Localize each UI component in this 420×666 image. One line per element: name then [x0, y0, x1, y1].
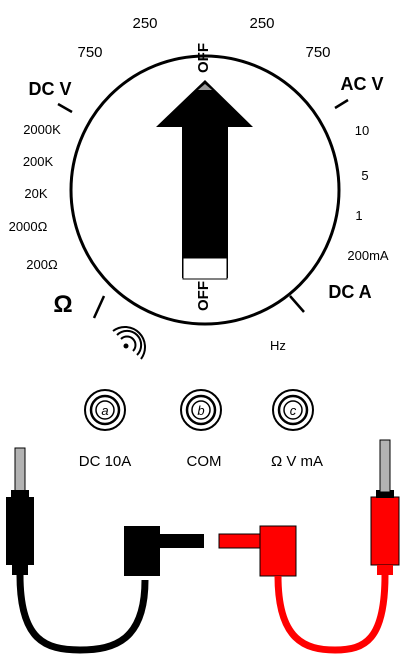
red-cable — [274, 574, 389, 654]
range-2000ohm: 2000Ω — [9, 219, 48, 234]
ohm-label: Ω — [53, 291, 72, 318]
jack-c[interactable]: c — [272, 389, 314, 431]
red-plug-body — [259, 525, 297, 577]
jack-b[interactable]: b — [180, 389, 222, 431]
jack-b-label: COM — [187, 453, 222, 470]
red-probe-tip — [379, 439, 391, 493]
top-label-250-right: 250 — [249, 15, 274, 32]
jack-c-label: Ω V mA — [271, 453, 323, 470]
top-off-label: OFF — [195, 43, 212, 73]
range-200k: 200K — [23, 154, 54, 169]
tick-dcv — [57, 102, 73, 114]
red-probe-handle — [370, 496, 400, 566]
range-200ma: 200mA — [347, 248, 389, 263]
dca-label: DC A — [328, 282, 371, 302]
top-label-750-right: 750 — [305, 44, 330, 61]
jack-a[interactable]: a — [84, 389, 126, 431]
top-label-250-left: 250 — [132, 15, 157, 32]
jack-b-letter: b — [197, 403, 204, 418]
range-5a: 5 — [361, 168, 368, 183]
red-plug-connector — [218, 533, 264, 549]
acv-label: AC V — [340, 74, 383, 94]
black-plug-connector — [158, 534, 204, 548]
range-200ohm: 200Ω — [26, 257, 58, 272]
tick-ohm — [92, 295, 106, 319]
selector-arrow[interactable] — [156, 80, 253, 278]
range-2000k: 2000K — [23, 122, 61, 137]
range-10a: 10 — [355, 123, 369, 138]
jack-c-letter: c — [290, 403, 297, 418]
red-test-lead[interactable] — [218, 439, 400, 654]
black-test-lead[interactable] — [6, 447, 204, 654]
top-label-750-left: 750 — [77, 44, 102, 61]
jack-a-label: DC 10A — [79, 453, 132, 470]
tick-acv — [334, 98, 349, 110]
range-1a: 1 — [355, 208, 362, 223]
arrow-tail-window — [182, 257, 228, 280]
tick-dca — [289, 295, 305, 313]
hz-label: Hz — [270, 338, 286, 353]
bottom-off-label: OFF — [195, 281, 212, 311]
jack-a-letter: a — [101, 403, 108, 418]
range-20k: 20K — [24, 186, 47, 201]
black-probe-handle — [6, 497, 34, 565]
black-cable — [16, 574, 149, 654]
arrow-tip-highlight — [198, 84, 212, 90]
black-plug-body — [124, 526, 160, 576]
dcv-label: DC V — [28, 79, 71, 99]
continuity-icon — [112, 326, 146, 360]
